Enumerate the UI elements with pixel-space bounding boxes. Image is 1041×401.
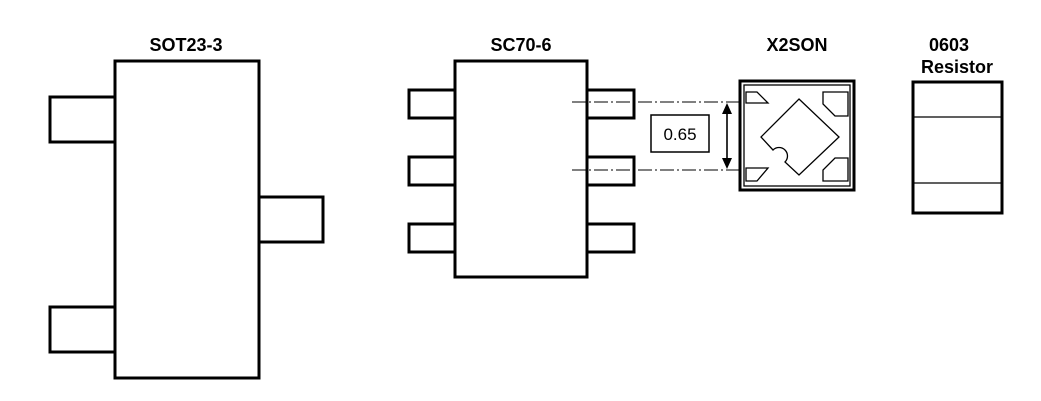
sc70-pin-3: [407, 222, 459, 254]
resistor-body: [911, 80, 1004, 215]
sc70-pin-4: [584, 222, 636, 254]
resistor-package: 0603 Resistor: [911, 35, 1004, 215]
sot23-title: SOT23-3: [149, 35, 222, 55]
sc70-pin-6: [584, 88, 636, 120]
x2son-pad-top-right: [822, 91, 849, 117]
sot23-pin-1: [48, 95, 119, 144]
resistor-title-line1: 0603: [929, 35, 969, 55]
x2son-pad-bottom-right: [822, 157, 849, 182]
sc70-package: SC70-6: [407, 35, 636, 279]
sc70-pin-2: [407, 155, 459, 187]
sc70-title: SC70-6: [490, 35, 551, 55]
sc70-body: [453, 59, 589, 279]
x2son-body: [738, 79, 856, 192]
dimension-value-box: [650, 114, 710, 153]
x2son-pad-bottom-left: [745, 167, 770, 182]
sot23-pin-3: [255, 195, 325, 244]
resistor-title-line2: Resistor: [921, 57, 993, 77]
x2son-package: X2SON: [738, 35, 856, 192]
x2son-center-pad: [760, 98, 840, 176]
pitch-dimension: 0.65: [572, 101, 760, 171]
x2son-inner-outline: [743, 84, 851, 187]
sot23-pin-2: [48, 305, 119, 354]
x2son-title: X2SON: [766, 35, 827, 55]
sot23-body: [113, 59, 261, 380]
sc70-pin-1: [407, 88, 459, 120]
dimension-arrow-up-icon: [722, 103, 732, 114]
dimension-arrow-down-icon: [722, 158, 732, 169]
sot23-package: SOT23-3: [48, 35, 325, 380]
sc70-pin-5: [584, 155, 636, 187]
x2son-pad-top-left: [745, 91, 770, 104]
dimension-value: 0.65: [663, 125, 696, 144]
